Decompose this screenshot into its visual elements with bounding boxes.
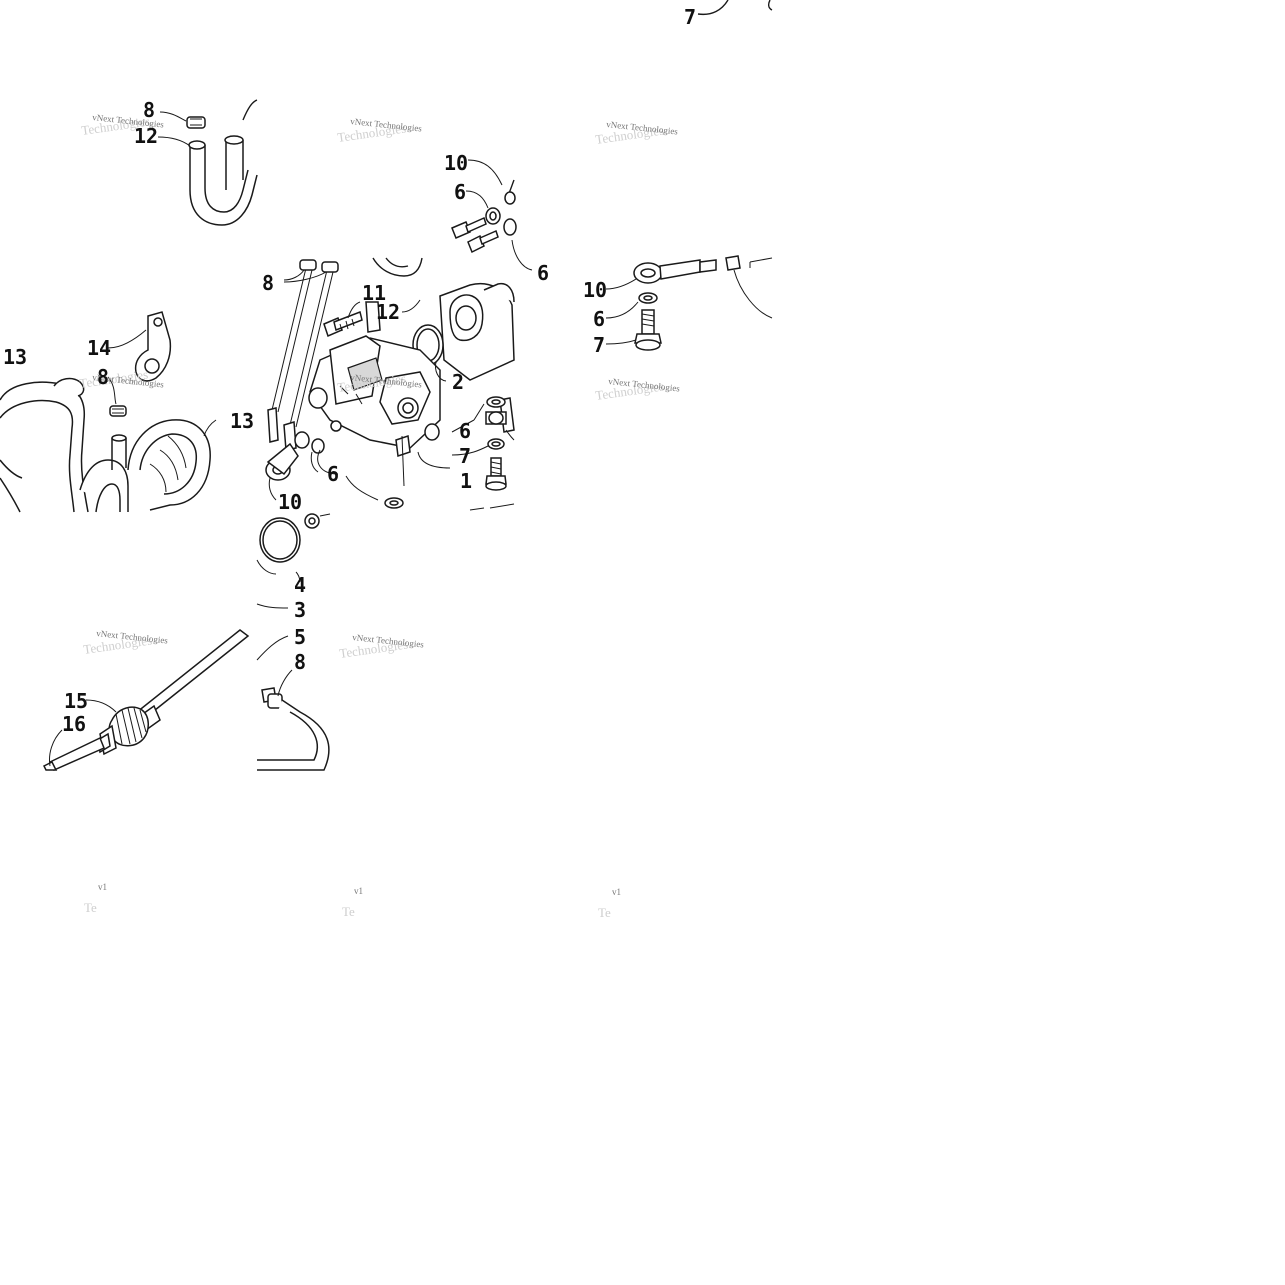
tile-drive-shaft <box>42 629 250 771</box>
callout-2: 2 <box>452 370 464 394</box>
watermark-fragment: v1 <box>98 882 107 892</box>
callout-13: 13 <box>3 345 27 369</box>
callout-8: 8 <box>262 271 274 295</box>
callout-12: 12 <box>376 300 400 324</box>
callout-5: 5 <box>294 625 306 649</box>
tile-oil-pump-assembly <box>265 257 515 511</box>
callout-12: 12 <box>134 124 158 148</box>
callout-8: 8 <box>143 98 155 122</box>
callout-6: 6 <box>537 261 549 285</box>
tile-banjo-bolts-top <box>451 159 533 271</box>
callout-6: 6 <box>593 307 605 331</box>
callout-3: 3 <box>294 598 306 622</box>
callout-14: 14 <box>87 336 111 360</box>
callout-10: 10 <box>278 490 302 514</box>
callout-7: 7 <box>459 444 471 468</box>
callout-6: 6 <box>454 180 466 204</box>
top-fragment <box>697 0 773 16</box>
callout-16: 16 <box>62 712 86 736</box>
watermark-fragment: Te <box>84 900 97 915</box>
callout-13: 13 <box>230 409 254 433</box>
watermark-fragment: v1 <box>612 887 621 897</box>
callout-11: 11 <box>362 281 386 305</box>
watermarks: Technologies vNext Technologies Technolo… <box>78 112 681 920</box>
callout-7: 7 <box>684 5 696 29</box>
callout-6: 6 <box>327 462 339 486</box>
callout-labels: 7 8 12 10 6 6 8 11 12 10 6 7 13 14 8 2 1… <box>3 5 696 736</box>
watermark-fragment: v1 <box>354 886 363 896</box>
tile-hose-upper-left <box>157 99 258 226</box>
callout-10: 10 <box>583 278 607 302</box>
tile-hoses-bracket <box>0 311 217 513</box>
tile-banjo-fitting-right <box>605 255 773 351</box>
callout-8: 8 <box>97 365 109 389</box>
watermark-fragment: Te <box>598 905 611 920</box>
callout-4: 4 <box>294 573 306 597</box>
callout-15: 15 <box>64 689 88 713</box>
callout-6: 6 <box>459 419 471 443</box>
callout-8: 8 <box>294 650 306 674</box>
callout-7: 7 <box>593 333 605 357</box>
bracket-part <box>134 311 172 382</box>
watermark-fragment: Te <box>342 904 355 919</box>
callout-1: 1 <box>460 469 472 493</box>
callout-10: 10 <box>444 151 468 175</box>
tile-oring-hose-lower <box>256 513 331 771</box>
